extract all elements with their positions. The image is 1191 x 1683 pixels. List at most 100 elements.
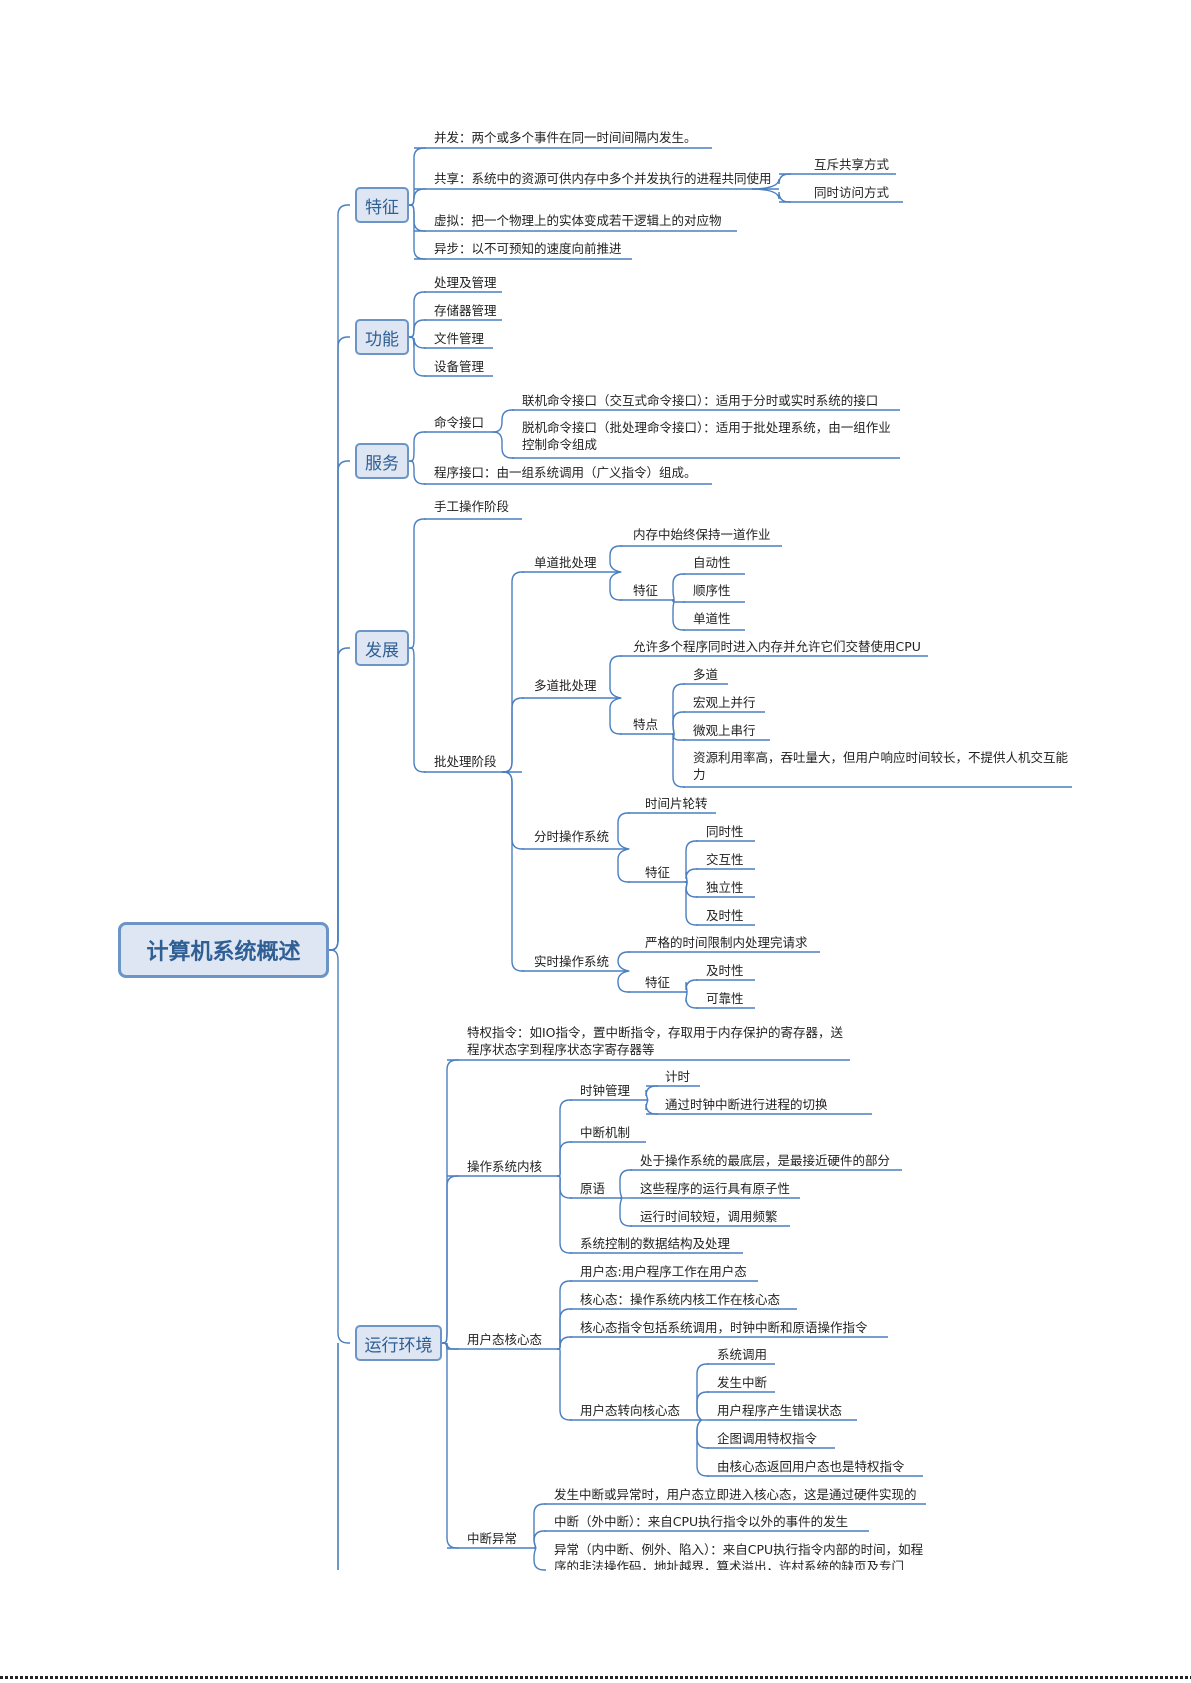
node-zd-yichang[interactable]: 异常（内中断、例外、陷入）：来自CPU执行指令内部的时间，如程序的非法操作码，地…	[554, 1542, 924, 1570]
node-duodao-tedian[interactable]: 特点	[633, 717, 659, 732]
connector-line	[441, 1342, 459, 1549]
node-yonghutai[interactable]: 用户态核心态	[467, 1332, 543, 1347]
connector-line	[533, 1503, 546, 1549]
node-yuanyu-item[interactable]: 处于操作系统的最底层，是最接近硬件的部分	[640, 1153, 891, 1168]
node-bingfa[interactable]: 并发：两个或多个事件在同一时间间隔内发生。	[434, 130, 697, 145]
node-shishi[interactable]: 实时操作系统	[534, 954, 610, 969]
connector-line	[501, 771, 524, 972]
connector-line	[328, 949, 350, 1344]
node-zhuanxiang-item[interactable]: 企图调用特权指令	[717, 1431, 818, 1446]
node-dandao-tezheng[interactable]: 特征	[633, 583, 659, 598]
node-qiehuan[interactable]: 通过时钟中断进行进程的切换	[665, 1097, 828, 1112]
node-shishi-tezheng[interactable]: 特征	[645, 975, 671, 990]
node-fuwu[interactable]: 服务	[355, 443, 409, 479]
connector-line	[408, 460, 426, 485]
root-node[interactable]: 计算机系统概述	[118, 922, 329, 978]
node-fenshi-item[interactable]: 同时性	[706, 824, 744, 839]
node-dandao-neicun[interactable]: 内存中始终保持一道作业	[633, 527, 771, 542]
connector-line	[556, 1348, 572, 1421]
connector-line	[328, 336, 350, 951]
node-zhuanxiang-item[interactable]: 发生中断	[717, 1375, 768, 1390]
node-zhongduanjizhi[interactable]: 中断机制	[580, 1125, 631, 1140]
node-shuju[interactable]: 系统控制的数据结构及处理	[580, 1236, 731, 1251]
node-gongneng-item[interactable]: 处理及管理	[434, 275, 497, 290]
node-duodao-yunxu[interactable]: 允许多个程序同时进入内存并允许它们交替使用CPU	[633, 639, 921, 654]
node-shishi-item[interactable]: 可靠性	[706, 991, 744, 1006]
node-fenshi[interactable]: 分时操作系统	[534, 829, 610, 844]
connector-line	[645, 1085, 658, 1101]
connector-line	[328, 460, 350, 951]
node-fenshi-tezheng[interactable]: 特征	[645, 865, 671, 880]
node-tequan[interactable]: 特权指令：如IO指令，置中断指令，存取用于内存保护的寄存器，送程序状态字到程序状…	[467, 1025, 844, 1057]
node-dandao-item[interactable]: 自动性	[693, 555, 731, 570]
node-gongneng[interactable]: 功能	[355, 319, 409, 355]
node-yonghu-item[interactable]: 用户态:用户程序工作在用户态	[580, 1264, 747, 1279]
node-jishi[interactable]: 计时	[665, 1069, 691, 1084]
connector-line	[556, 1175, 572, 1254]
node-duodao-ziyuan[interactable]: 资源利用率高，吞吐量大，但用户响应时间较长，不提供人机交互能力	[693, 750, 1069, 782]
node-yuanyu[interactable]: 原语	[580, 1181, 606, 1196]
node-fazhan[interactable]: 发展	[355, 630, 409, 666]
node-yonghu-item[interactable]: 核心态：操作系统内核工作在核心态	[580, 1292, 781, 1307]
connector-line	[533, 1547, 546, 1571]
node-yonghu-item[interactable]: 核心态指令包括系统调用，时钟中断和原语操作指令	[580, 1320, 868, 1335]
node-fenshi-item[interactable]: 交互性	[706, 852, 744, 867]
node-yuanyu-item[interactable]: 这些程序的运行具有原子性	[640, 1181, 791, 1196]
connector-line	[556, 1141, 572, 1177]
connector-line	[408, 319, 426, 338]
node-duodao-item[interactable]: 微观上串行	[693, 723, 756, 738]
node-shishi-yange[interactable]: 严格的时间限制内处理完请求	[645, 935, 808, 950]
node-gongneng-item[interactable]: 设备管理	[434, 359, 485, 374]
node-zd-waizhongduan[interactable]: 中断（外中断）：来自CPU执行指令以外的事件的发生	[554, 1514, 849, 1529]
node-lianji[interactable]: 联机命令接口（交互式命令接口）：适用于分时或实时系统的接口	[522, 393, 879, 408]
connector-line	[556, 1308, 572, 1350]
connector-line	[671, 573, 685, 601]
node-tuoji[interactable]: 脱机命令接口（批处理命令接口）：适用于批处理系统，由一组作业控制命令组成	[522, 420, 891, 452]
node-fenshi-item[interactable]: 及时性	[706, 908, 744, 923]
page-break-dashes	[0, 1676, 1191, 1679]
node-tongshi[interactable]: 同时访问方式	[814, 185, 890, 200]
node-dandao-item[interactable]: 单道性	[693, 611, 731, 626]
node-pichuli[interactable]: 批处理阶段	[434, 754, 497, 769]
node-duodao-item[interactable]: 宏观上并行	[693, 695, 756, 710]
node-huchi[interactable]: 互斥共享方式	[814, 157, 890, 172]
connector-line	[609, 545, 622, 573]
node-tezheng[interactable]: 特征	[355, 187, 409, 223]
node-zd-fasheng[interactable]: 发生中断或异常时，用户态立即进入核心态，这是通过硬件实现的	[554, 1487, 917, 1502]
connector-line	[408, 204, 426, 260]
connector-line	[609, 697, 622, 735]
node-zhongduanyichang[interactable]: 中断异常	[467, 1531, 518, 1546]
node-yuanyu-item[interactable]: 运行时间较短，调用频繁	[640, 1209, 778, 1224]
node-dandao[interactable]: 单道批处理	[534, 555, 597, 570]
connector-line	[617, 970, 630, 993]
node-dandao-item[interactable]: 顺序性	[693, 583, 731, 598]
node-duodao[interactable]: 多道批处理	[534, 678, 597, 693]
node-duodao-item[interactable]: 多道	[693, 667, 719, 682]
node-zhuanxiang-item[interactable]: 系统调用	[717, 1347, 768, 1362]
connector-line	[533, 1530, 546, 1549]
node-mingling[interactable]: 命令接口	[434, 415, 485, 430]
node-shizhong[interactable]: 时钟管理	[580, 1083, 631, 1098]
connector-line	[501, 571, 524, 773]
node-zhuanxiang-item[interactable]: 用户程序产生错误状态	[717, 1403, 843, 1418]
connector-line	[441, 1059, 459, 1344]
node-yunxing[interactable]: 运行环境	[355, 1325, 442, 1361]
connector-line	[684, 881, 698, 926]
node-zhuanxiang-item[interactable]: 由核心态返回用户态也是特权指令	[717, 1459, 905, 1474]
node-fenshi-item[interactable]: 独立性	[706, 880, 744, 895]
node-fenshi-shijian[interactable]: 时间片轮转	[645, 796, 708, 811]
node-shougong[interactable]: 手工操作阶段	[434, 499, 510, 514]
connector-line	[408, 431, 426, 462]
node-zhuanxiang[interactable]: 用户态转向核心态	[580, 1403, 681, 1418]
node-neihe[interactable]: 操作系统内核	[467, 1159, 543, 1174]
node-gongneng-item[interactable]: 存储器管理	[434, 303, 497, 318]
node-xuni[interactable]: 虚拟：把一个物理上的实体变成若干逻辑上的对应物	[434, 213, 722, 228]
node-gongneng-item[interactable]: 文件管理	[434, 331, 485, 346]
node-shishi-item[interactable]: 及时性	[706, 963, 744, 978]
connector-line	[671, 711, 685, 735]
node-chengxu[interactable]: 程序接口：由一组系统调用（广义指令）组成。	[434, 465, 697, 480]
node-yibu[interactable]: 异步：以不可预知的速度向前推进	[434, 241, 622, 256]
node-gongxiang[interactable]: 共享：系统中的资源可供内存中多个并发执行的进程共同使用	[434, 171, 772, 186]
connector-line	[491, 431, 514, 459]
